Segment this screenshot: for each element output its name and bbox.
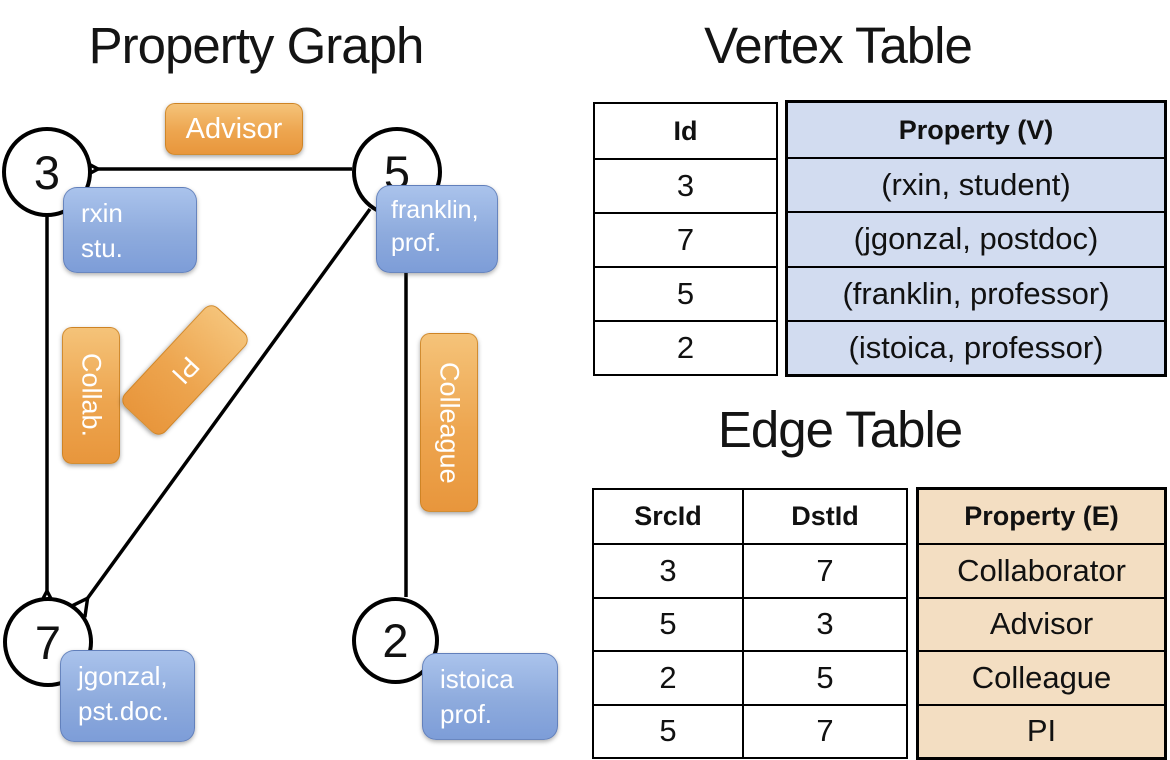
vertex-table-title: Vertex Table	[704, 17, 973, 74]
vertex-property-box-5: franklin, prof.	[376, 185, 498, 273]
edge-table-src-dst-columns: SrcId DstId 3 7 5 3 2 5 5 7	[592, 488, 908, 759]
table-cell: Advisor	[919, 596, 1164, 650]
vertex-table-header-id: Id	[673, 115, 698, 146]
vertex-property-line: prof.	[440, 698, 493, 729]
table-cell: 2	[594, 650, 742, 703]
table-cell: 7	[742, 543, 906, 597]
edge-label-colleague: Colleague	[420, 333, 478, 512]
property-graph-title: Property Graph	[88, 17, 425, 74]
table-cell: Collaborator	[919, 543, 1164, 596]
vertex-table-property-column: Property (V) (rxin, student) (jgonzal, p…	[785, 100, 1167, 377]
edge-table-header-property: Property (E)	[964, 501, 1119, 532]
vertex-property-box-7: jgonzal, pst.doc.	[60, 650, 195, 742]
vertex-property-box-3: rxin stu.	[63, 187, 197, 273]
edge-label-advisor: Advisor	[165, 103, 303, 155]
table-cell: 7	[595, 212, 776, 266]
graph-node-2: 2	[352, 597, 439, 684]
table-cell: (franklin, professor)	[788, 265, 1164, 320]
table-cell: PI	[919, 703, 1164, 757]
vertex-property-line: franklin,	[391, 196, 479, 224]
table-cell: (istoica, professor)	[788, 319, 1164, 374]
table-cell: 3	[595, 158, 776, 212]
vertex-table-header-property: Property (V)	[898, 114, 1054, 145]
table-cell: 7	[742, 703, 906, 757]
table-cell: Colleague	[919, 650, 1164, 703]
edge-table-title: Edge Table	[717, 401, 963, 458]
edge-arrow-5-to-7	[87, 207, 372, 599]
table-cell: 5	[742, 650, 906, 704]
table-cell: 5	[595, 266, 776, 320]
vertex-property-line: rxin	[81, 198, 123, 228]
vertex-property-box-2: istoica prof.	[422, 653, 558, 740]
vertex-property-line: istoica	[440, 664, 514, 694]
edge-table-header-srcid: SrcId	[634, 501, 702, 532]
table-cell: 5	[594, 596, 742, 650]
vertex-property-line: stu.	[81, 232, 123, 263]
edge-table-header-dstid: DstId	[742, 490, 906, 544]
edge-label-collab: Collab.	[62, 327, 120, 464]
vertex-property-line: pst.doc.	[78, 695, 170, 726]
table-cell: (jgonzal, postdoc)	[788, 211, 1164, 265]
vertex-table-id-column: Id 3 7 5 2	[593, 102, 778, 376]
table-cell: 2	[595, 320, 776, 374]
table-cell: 3	[594, 543, 742, 596]
vertex-property-line: prof.	[391, 229, 442, 258]
vertex-property-line: jgonzal,	[78, 661, 168, 691]
edge-table-property-column: Property (E) Collaborator Advisor Collea…	[916, 487, 1167, 760]
table-cell: (rxin, student)	[788, 157, 1164, 211]
table-cell: 3	[742, 596, 906, 651]
graph-edges-layer	[0, 0, 585, 760]
table-cell: 5	[594, 703, 742, 757]
